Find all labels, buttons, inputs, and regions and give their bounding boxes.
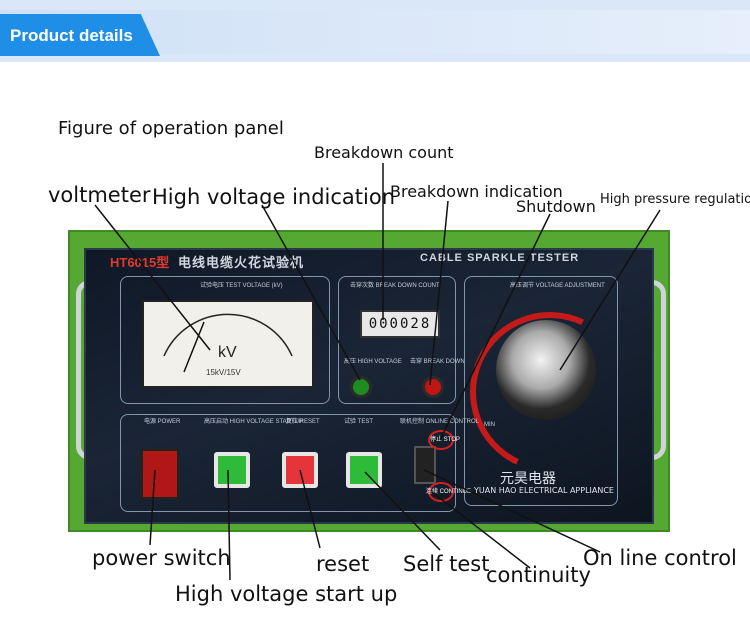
callout-breakdown-indication: Breakdown indication <box>390 182 563 201</box>
callout-power-switch: power switch <box>92 546 231 570</box>
leader-online-control <box>423 469 601 553</box>
breakdown-count-label: 击穿次数 BREAK DOWN COUNT <box>350 283 440 289</box>
voltmeter-frame <box>120 276 330 404</box>
callout-voltmeter: voltmeter <box>48 183 151 207</box>
continue-marker <box>428 482 454 502</box>
reset-label: 复位 RESET <box>286 419 320 425</box>
leader-reset <box>299 469 321 549</box>
online-control-toggle[interactable] <box>414 446 436 484</box>
leader-power-switch <box>149 469 156 546</box>
high-voltage-led <box>350 376 372 398</box>
hv-startup-button[interactable] <box>214 452 250 488</box>
callout-online-control: On line control <box>583 546 737 570</box>
callout-shutdown: Shutdown <box>516 197 596 216</box>
high-voltage-label: 高压 HIGH VOLTAGE <box>344 359 402 365</box>
breakdown-led <box>422 376 444 398</box>
maker-en: YUAN HAO ELECTRICAL APPLIANCE <box>474 486 614 495</box>
callout-reset: reset <box>316 552 370 576</box>
voltage-adjustment-label: 高压调节 VOLTAGE ADJUSTMENT <box>510 283 605 289</box>
test-label: 试验 TEST <box>344 419 374 425</box>
callout-high-voltage-indication: High voltage indication <box>152 185 396 209</box>
stop-label: 停止 STOP <box>430 437 460 443</box>
leader-high-pressure <box>559 209 661 371</box>
model-label: HT6015型 <box>110 255 170 270</box>
meter-range: 15kV/15V <box>206 368 241 377</box>
voltmeter-dial <box>163 313 293 373</box>
voltmeter: kV 15kV/15V <box>142 300 314 388</box>
min-label: MIN <box>484 422 495 428</box>
self-test-button[interactable] <box>346 452 382 488</box>
callout-breakdown-count: Breakdown count <box>314 143 454 162</box>
banner-title: Product details <box>10 26 133 45</box>
high-pressure-knob[interactable] <box>496 320 596 420</box>
callout-high-pressure-regulation: High pressure regulation <box>600 192 750 207</box>
voltmeter-needle <box>183 321 205 373</box>
header-banner: Product details <box>0 0 750 62</box>
callout-high-voltage-start-up: High voltage start up <box>175 582 398 606</box>
stop-marker <box>428 430 454 450</box>
leader-hv-indication <box>261 204 361 381</box>
leader-voltmeter <box>94 204 211 351</box>
product-name-en: CABLE SPARKLE TESTER <box>420 252 580 264</box>
callout-self-test: Self test <box>403 552 490 576</box>
figure-title: Figure of operation panel <box>58 118 284 139</box>
breakdown-frame <box>338 276 456 404</box>
break-down-label: 击穿 BREAK DOWN <box>410 359 465 365</box>
maker-cn: 元昊电器 <box>500 471 556 487</box>
controls-frame <box>120 414 456 512</box>
test-voltage-label: 试验电压 TEST VOLTAGE (kV) <box>200 283 283 289</box>
power-label: 电源 POWER <box>144 419 181 425</box>
leader-breakdown-indication <box>429 200 449 386</box>
breakdown-counter: 000028 <box>360 310 440 338</box>
leader-self-test <box>364 471 441 551</box>
continue-label: 连续 CONTINUE <box>426 489 472 495</box>
callout-continuity: continuity <box>486 563 591 587</box>
leader-continuity <box>431 491 531 569</box>
banner-tab <box>0 14 160 56</box>
online-control-label: 联机控制 ONLINE CONTROL <box>400 419 480 425</box>
hv-startup-label: 高压启动 HIGH VOLTAGE STARTUP <box>204 419 303 425</box>
power-switch[interactable] <box>140 448 180 500</box>
product-name-cn: 电线电缆火花试验机 <box>178 255 305 270</box>
leader-hv-startup <box>227 469 231 581</box>
leader-shutdown <box>439 213 551 441</box>
meter-unit: kV <box>218 344 237 361</box>
